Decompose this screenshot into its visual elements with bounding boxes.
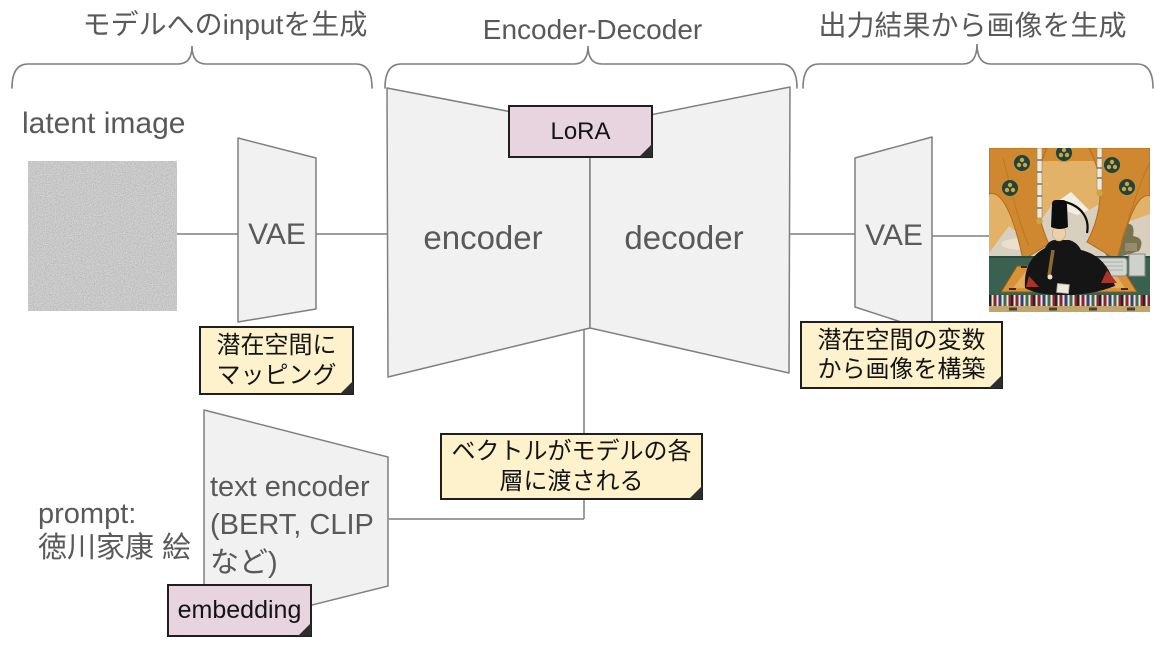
note-vector-layers: ベクトルがモデルの各 層に渡される (440, 433, 703, 500)
section-title-encoder-decoder: Encoder-Decoder (482, 14, 703, 45)
vae-left-label: VAE (248, 218, 306, 251)
section-title-input-generation: モデルへのinputを生成 (82, 9, 368, 40)
vae-left-shape (237, 137, 317, 323)
note-reconstruct-image: 潜在空間の変数 から画像を構築 (800, 321, 1003, 389)
text-encoder-shape (203, 409, 389, 633)
decoder-shape (589, 86, 791, 374)
latent-noise-texture (28, 161, 177, 311)
note-latent-mapping: 潜在空間に マッピング (199, 326, 354, 395)
note-embedding: embedding (167, 584, 312, 637)
crest-icons (1001, 148, 1136, 197)
encoder-label: encoder (423, 219, 543, 256)
note-lora: LoRA (508, 105, 653, 158)
latent-image-label: latent image (22, 107, 186, 140)
decoder-label: decoder (624, 219, 744, 256)
section-title-output-generation: 出力結果から画像を生成 (818, 10, 1127, 41)
prompt-label: prompt: 徳川家康 絵 (38, 498, 192, 564)
text-encoder-label: text encoder (BERT, CLIP など) (210, 471, 374, 579)
brace-right (802, 43, 1154, 89)
portrait-image (989, 148, 1150, 312)
brace-left (11, 45, 373, 89)
vae-right-label: VAE (865, 219, 923, 252)
brace-middle (384, 45, 798, 89)
